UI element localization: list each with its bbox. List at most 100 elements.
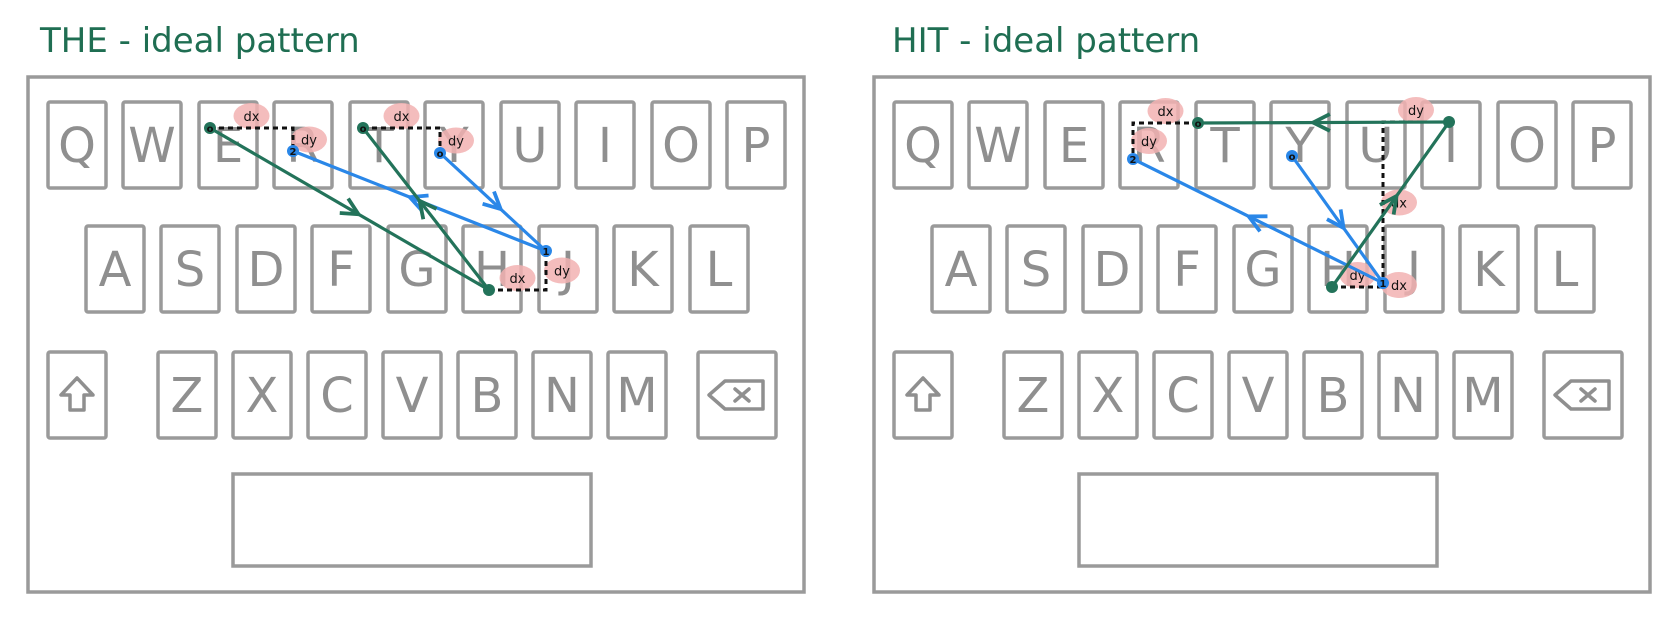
panel-hit-pattern: HIT - ideal pattern QWERTYUIOPASDFGHJKLZ… (872, 21, 1652, 594)
key-label: M (616, 368, 657, 424)
highlight-blob (1398, 97, 1434, 123)
key-m[interactable]: M (606, 350, 668, 440)
key-label: Z (1017, 368, 1050, 424)
key-s[interactable]: S (1005, 224, 1067, 314)
key-shift[interactable] (892, 350, 954, 440)
key-label: I (598, 118, 612, 174)
key-x[interactable]: X (1077, 350, 1139, 440)
key-n[interactable]: N (531, 350, 593, 440)
shift-icon (59, 376, 95, 412)
direction-arrow (425, 207, 427, 210)
key-shift[interactable] (46, 350, 108, 440)
key-label: D (1094, 242, 1131, 298)
direction-arrow (1336, 218, 1338, 221)
key-y[interactable]: Y (1269, 100, 1331, 190)
key-backspace[interactable] (1542, 350, 1624, 440)
dashed-gap (363, 126, 442, 153)
key-q[interactable]: Q (892, 100, 954, 190)
key-l[interactable]: L (688, 224, 750, 314)
path-point (204, 122, 216, 134)
key-o[interactable]: O (1496, 100, 1558, 190)
key-label: K (627, 242, 660, 298)
key-label: A (99, 242, 132, 298)
key-a[interactable]: A (930, 224, 992, 314)
key-i[interactable]: I (574, 100, 636, 190)
key-v[interactable]: V (1227, 350, 1289, 440)
key-u[interactable]: U (1345, 100, 1407, 190)
key-s[interactable]: S (159, 224, 221, 314)
key-c[interactable]: C (306, 350, 368, 440)
key-label: S (1021, 242, 1051, 298)
panel-title: HIT - ideal pattern (892, 21, 1200, 61)
gap-label: dy (554, 265, 570, 280)
space-bar[interactable] (1077, 472, 1439, 568)
key-b[interactable]: B (456, 350, 518, 440)
path-point (1127, 153, 1139, 165)
point-label: 2 (290, 147, 297, 158)
space-bar[interactable] (231, 472, 593, 568)
key-w[interactable]: W (967, 100, 1029, 190)
key-label: G (1244, 242, 1281, 298)
key-label: B (1317, 368, 1350, 424)
key-o[interactable]: O (650, 100, 712, 190)
key-l[interactable]: L (1534, 224, 1596, 314)
green-gesture-path: o (1192, 116, 1455, 293)
key-i[interactable]: I (1420, 100, 1482, 190)
key-label: S (175, 242, 205, 298)
gap-label: dx (394, 110, 410, 125)
point-label: 1 (543, 247, 550, 258)
key-a[interactable]: A (84, 224, 146, 314)
panel-title: THE - ideal pattern (39, 21, 360, 61)
key-w[interactable]: W (121, 100, 183, 190)
key-label: U (1358, 118, 1393, 174)
key-g[interactable]: G (1232, 224, 1294, 314)
key-n[interactable]: N (1377, 350, 1439, 440)
key-d[interactable]: D (235, 224, 297, 314)
key-z[interactable]: Z (1002, 350, 1064, 440)
keyboard: QWERTYUIOPASDFGHJKLZXCVBNM (892, 100, 1633, 568)
key-x[interactable]: X (231, 350, 293, 440)
key-f[interactable]: F (310, 224, 372, 314)
key-u[interactable]: U (499, 100, 561, 190)
keyboard-frame (872, 75, 1652, 594)
path-point (1286, 150, 1298, 162)
blue-gesture-path: o12 (1127, 150, 1389, 290)
key-b[interactable]: B (1302, 350, 1364, 440)
key-g[interactable]: G (386, 224, 448, 314)
key-j[interactable]: J (1383, 224, 1445, 314)
key-q[interactable]: Q (46, 100, 108, 190)
point-label: o (437, 149, 444, 160)
key-label: N (544, 368, 580, 424)
key-m[interactable]: M (1452, 350, 1514, 440)
key-label: Q (904, 118, 942, 174)
key-v[interactable]: V (381, 350, 443, 440)
key-k[interactable]: K (1458, 224, 1520, 314)
direction-arrow (1256, 220, 1260, 222)
key-label: P (742, 118, 771, 174)
key-backspace[interactable] (696, 350, 778, 440)
key-label: N (1390, 368, 1426, 424)
key-e[interactable]: E (1043, 100, 1105, 190)
key-t[interactable]: T (1194, 100, 1256, 190)
key-f[interactable]: F (1156, 224, 1218, 314)
dashed-gap (489, 251, 548, 292)
key-label: A (945, 242, 978, 298)
key-z[interactable]: Z (156, 350, 218, 440)
backspace-x-icon (1579, 387, 1597, 403)
gap-label: dy (1141, 135, 1157, 150)
gap-label: dx (1391, 279, 1407, 294)
shift-icon (905, 376, 941, 412)
key-p[interactable]: P (725, 100, 787, 190)
keyboard: QWERTYUIOPASDFGHJKLZXCVBNM (46, 100, 787, 568)
key-p[interactable]: P (1571, 100, 1633, 190)
key-c[interactable]: C (1152, 350, 1214, 440)
key-label: X (246, 368, 279, 424)
gap-label: dy (448, 135, 464, 150)
key-k[interactable]: K (612, 224, 674, 314)
key-d[interactable]: D (1081, 224, 1143, 314)
